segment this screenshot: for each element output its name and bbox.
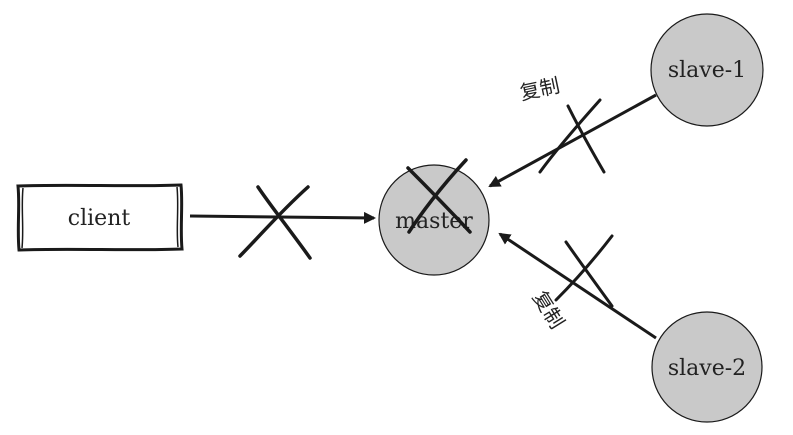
edge-slave-1-master: 复制: [488, 73, 657, 188]
slave-2-master-cross-mark-b: [554, 234, 614, 302]
client-master-cross-mark-b: [238, 185, 310, 258]
master-node: master: [378, 158, 490, 276]
slave-2-master-cross-mark-a: [564, 240, 614, 308]
client-label: client: [68, 206, 131, 231]
edge-slave-2-master: 复制: [498, 232, 657, 340]
edge-client-master: [189, 185, 376, 260]
client-node: client: [16, 183, 184, 252]
slave-1-master-cross-mark-b: [538, 98, 602, 174]
slave-1-master-arrow: [488, 93, 657, 188]
slave-2-node: slave-2: [651, 311, 763, 423]
client-box: [16, 183, 184, 252]
client-box-inner-left: [21, 187, 24, 249]
slave-1-circle: [650, 13, 764, 127]
slave-1-master-cross-mark-a: [566, 104, 606, 174]
master-cross-mark-a: [406, 166, 472, 234]
slave-2-label: slave-2: [668, 356, 746, 381]
slave-2-master-arrow: [498, 232, 657, 340]
client-master-arrow: [189, 211, 376, 224]
master-cross-mark-b: [407, 158, 468, 234]
slave-1-replicate-label: 复制: [518, 73, 562, 105]
slave-1-label: slave-1: [668, 58, 746, 83]
slave-1-node: slave-1: [650, 13, 764, 127]
master-circle: [378, 164, 490, 276]
slave-2-circle: [651, 311, 763, 423]
client-master-cross-mark-a: [256, 185, 312, 260]
client-box-inner-right: [176, 186, 179, 248]
